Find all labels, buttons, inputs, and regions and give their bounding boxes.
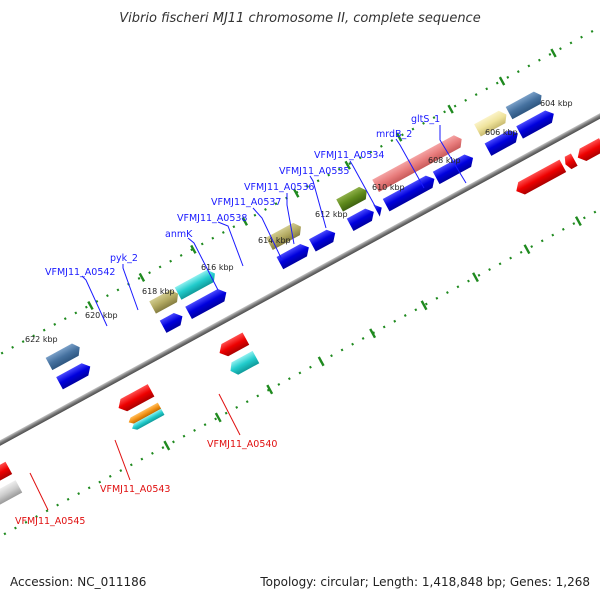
gene-label[interactable]: VFMJ11_A0545 <box>15 516 85 527</box>
tick-labels: 604 kbp 606 kbp 608 kbp 610 kbp 612 kbp … <box>25 99 573 344</box>
tick-label: 616 kbp <box>201 263 234 272</box>
gene-label[interactable]: VFMJ11_A0542 <box>45 267 115 278</box>
tick-label: 610 kbp <box>372 183 405 192</box>
gene-label[interactable]: VFMJ11_A0538 <box>177 213 247 224</box>
gene-label[interactable]: gltS_1 <box>411 114 440 125</box>
gene-label[interactable]: VFMJ11_A0543 <box>100 484 170 495</box>
reverse-tick-ring <box>0 155 600 557</box>
tick-label: 606 kbp <box>485 128 518 137</box>
gene-label[interactable]: VFMJ11_A0537 <box>211 197 281 208</box>
track-group <box>0 11 600 561</box>
forward-cds-row <box>56 108 557 390</box>
cds-forward <box>373 201 385 216</box>
map-title: Vibrio fischeri MJ11 chromosome II, comp… <box>119 11 480 26</box>
reverse-gene-labels: VFMJ11_A0540 VFMJ11_A0543 VFMJ11_A0545 <box>15 439 277 527</box>
tick-label: 608 kbp <box>428 156 461 165</box>
gene-label[interactable]: mrdB_2 <box>376 129 412 140</box>
cds-forward <box>347 206 377 231</box>
tick-label: 622 kbp <box>25 335 58 344</box>
gene-label[interactable]: VFMJ11_A0534 <box>314 150 384 161</box>
feature-grey <box>0 480 22 513</box>
gene-label[interactable]: VFMJ11_A0536 <box>244 182 314 193</box>
gene-label[interactable]: VFMJ11_A0540 <box>207 439 277 450</box>
forward-gene-labels: gltS_1 mrdB_2 VFMJ11_A0534 VFMJ11_A0535 … <box>45 114 440 278</box>
cds-reverse <box>513 160 566 198</box>
feature-cyan <box>227 351 259 377</box>
cds-reverse <box>562 153 577 170</box>
cds-forward <box>160 310 186 333</box>
gene-label[interactable]: VFMJ11_A0535 <box>279 166 349 177</box>
gene-label[interactable]: pyk_2 <box>110 253 138 264</box>
forward-tick-ring <box>0 15 600 417</box>
cds-forward <box>309 227 339 252</box>
gene-label[interactable]: anmK <box>165 229 193 240</box>
cds-forward <box>277 241 313 269</box>
tick-label: 612 kbp <box>315 210 348 219</box>
cds-reverse <box>574 138 600 164</box>
accession-text: Accession: NC_011186 <box>10 575 146 589</box>
tick-label: 618 kbp <box>142 287 175 296</box>
tick-label: 604 kbp <box>540 99 573 108</box>
forward-feature-row <box>46 89 545 370</box>
topology-text: Topology: circular; Length: 1,418,848 bp… <box>259 575 590 589</box>
cds-reverse <box>216 332 249 359</box>
